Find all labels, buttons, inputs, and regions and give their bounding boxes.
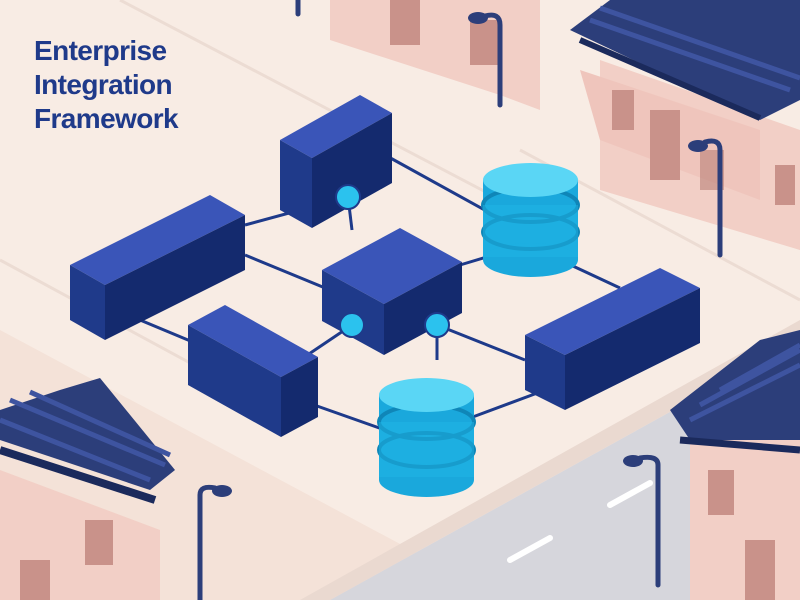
- title-line-1: Enterprise: [34, 35, 167, 66]
- connector-node: [339, 312, 365, 338]
- connector-node: [424, 312, 450, 338]
- server-block-left: [70, 195, 245, 340]
- server-block-right: [525, 268, 700, 410]
- database-cylinder-top: [481, 163, 580, 277]
- house-top-left: [330, 0, 540, 110]
- title-line-2: Integration: [34, 69, 173, 100]
- server-block-front: [188, 305, 318, 437]
- house-bottom-left: [0, 378, 175, 600]
- diagram-title: Enterprise Integration Framework: [34, 34, 334, 136]
- roof-top-right: [570, 0, 800, 120]
- title-line-3: Framework: [34, 103, 179, 134]
- street-lamp: [197, 0, 723, 600]
- connector-node: [335, 184, 361, 210]
- house-top-right: [570, 0, 800, 250]
- database-cylinder-bottom: [377, 378, 476, 497]
- connector-nodes: [335, 184, 450, 338]
- house-bottom-right: [670, 330, 800, 600]
- server-block-top: [280, 95, 392, 228]
